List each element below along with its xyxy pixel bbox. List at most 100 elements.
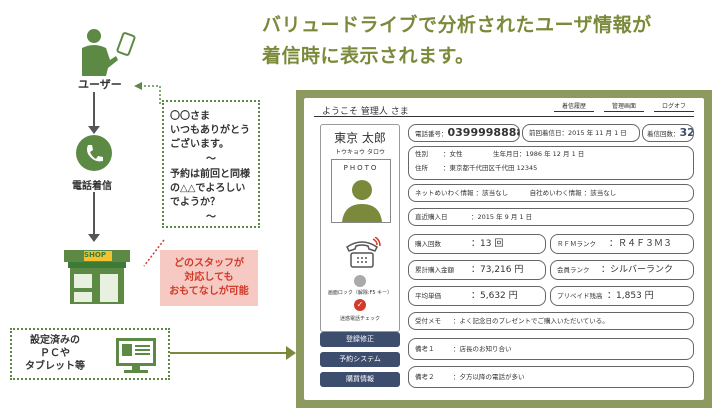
headline: バリュードライブで分析されたユーザ情報が 着信時に表示されます。 [262, 10, 712, 72]
net-trouble-value: ：該当なし [475, 189, 509, 197]
last-call-value: 2015 年 11 月 1 日 [568, 129, 627, 137]
last-purchase-value: ：2015 年 9 月 1 日 [471, 213, 533, 221]
net-trouble-label: ネットめいわく情報 [415, 189, 474, 197]
prepaid-balance-label: プリペイド残高 [557, 292, 603, 300]
crm-screen-inner: ようこそ 管理人 さま 着信履歴 管理画面 ログオフ 東京 太郎 トウキョウ タ… [304, 98, 704, 400]
crm-screen: ようこそ 管理人 さま 着信履歴 管理画面 ログオフ 東京 太郎 トウキョウ タ… [296, 90, 712, 408]
shop-icon [64, 250, 130, 304]
telephone-icon [346, 237, 381, 268]
speech-line3: ございます。 [170, 139, 229, 150]
purchase-count-value: ：13 回 [471, 239, 504, 249]
avg-price-label: 平均単価 [415, 292, 441, 300]
speech-line6: でようか？ [170, 197, 220, 208]
reservation-system-button[interactable]: 予約システム [320, 352, 400, 367]
device-line3: タブレット等 [25, 361, 85, 372]
device-to-screen-arrow [170, 346, 296, 360]
last-purchase-field: 直近購入日 ：2015 年 9 月 1 日 [408, 208, 694, 226]
customer-photo: PHOTO [331, 159, 391, 223]
spam-check-toggle[interactable]: ✓ [354, 299, 366, 311]
speech-sep1: ～ [206, 154, 216, 165]
note2-value: ：夕方以降の電話が多い [453, 373, 525, 381]
member-rank-value: ：シルバーランク [601, 265, 674, 275]
note1-value: ：店長のお知り合い [453, 345, 512, 353]
member-rank-label: 会員ランク [557, 266, 590, 274]
purchase-count-field: 購入回数 ：13 回 [408, 234, 546, 254]
customer-name: 東京 太郎 [334, 131, 386, 145]
user-icon [82, 29, 136, 76]
birthday-label: 生年月日 [493, 150, 519, 158]
top-divider [314, 116, 694, 117]
call-count-value: 32 [679, 126, 694, 139]
purchase-info-button[interactable]: 購買情報 [320, 372, 400, 387]
total-amount-value: ：73,216 円 [471, 265, 524, 275]
note1-label: 備考１ [415, 345, 435, 353]
address-value: ：東京都千代田区千代田 12345 [443, 164, 538, 172]
note2-label: 備考２ [415, 373, 435, 381]
trouble-info-field: ネットめいわく情報 ：該当なし 自社めいわく情報 ：該当なし [408, 184, 694, 202]
speech-line4: 予約は前回と同様 [170, 169, 250, 180]
note1-field: 備考１ ：店長のお知り合い [408, 338, 694, 360]
device-line2: ＰＣや [40, 348, 70, 359]
avg-price-value: ：5,632 円 [471, 291, 518, 301]
gender-label: 性別 [415, 150, 428, 158]
phone-icon [76, 135, 112, 171]
last-call-label: 前回着信日： [529, 129, 568, 137]
phone-number-label: 電話番号： [415, 130, 448, 138]
photo-label: PHOTO [343, 164, 379, 172]
screen-lock-label: 画面ロック（解除:F5 キー） [327, 290, 393, 296]
member-rank-field: 会員ランク ：シルバーランク [550, 260, 694, 280]
edit-registration-button[interactable]: 登録修正 [320, 332, 400, 347]
rfm-rank-field: ＲＦＭランク ：Ｒ４Ｆ３Ｍ３ [550, 234, 694, 254]
pc-icon [116, 338, 156, 373]
reception-memo-label: 受付メモ [415, 317, 441, 325]
customer-kana: トウキョウ タロウ [335, 149, 385, 156]
reception-memo-value: ：よく記念日のプレゼントでご購入いただいている。 [453, 317, 609, 325]
flow-arrow-2 [88, 234, 100, 242]
device-line1: 設定済みの [30, 335, 80, 346]
avg-price-field: 平均単価 ：5,632 円 [408, 286, 546, 306]
welcome-text: ようこそ 管理人 さま [322, 107, 409, 117]
pink-connector [143, 239, 165, 267]
admin-button[interactable]: 管理画面 [603, 102, 644, 112]
device-box: 設定済みの ＰＣや タブレット等 [10, 328, 170, 380]
call-history-button[interactable]: 着信履歴 [553, 102, 594, 112]
speech-line2: いつもありがとう [170, 125, 250, 136]
last-purchase-label: 直近購入日 [415, 213, 448, 221]
speech-sep2: ～ [206, 212, 216, 223]
pink-line2: 対応しても [184, 272, 234, 283]
flow-line-1 [93, 92, 95, 128]
flow-arrow-1 [88, 126, 100, 134]
own-trouble-value: ：該当なし [583, 189, 617, 197]
screen-lock-toggle[interactable] [354, 275, 366, 287]
total-amount-label: 累計購入金額 [415, 266, 454, 274]
phone-number-field: 電話番号：0399998888 [408, 124, 520, 142]
top-nav: 着信履歴 管理画面 ログオフ [553, 102, 694, 112]
reception-memo-field: 受付メモ ：よく記念日のプレゼントでご購入いただいている。 [408, 312, 694, 330]
phone-number-value: 0399998888 [447, 126, 520, 139]
speech-line5: の△△でよろしい [170, 183, 246, 194]
purchase-count-label: 購入回数 [415, 240, 441, 248]
rfm-rank-value: ：Ｒ４Ｆ３Ｍ３ [609, 239, 673, 249]
birthday-value: ：1986 年 12 月 1 日 [519, 150, 585, 158]
speech-line1: 〇〇さま [170, 111, 210, 122]
staff-message-box: どのスタッフが 対応しても おもてなしが可能 [160, 250, 258, 306]
gender-value: ：女性 [443, 150, 463, 158]
note2-field: 備考２ ：夕方以降の電話が多い [408, 366, 694, 388]
logoff-button[interactable]: ログオフ [653, 102, 694, 112]
phone-call-label: 電話着信 [72, 181, 112, 192]
user-label: ユーザー [78, 78, 122, 91]
rfm-rank-label: ＲＦＭランク [557, 240, 596, 248]
prepaid-balance-field: プリペイド残高 ：1,853 円 [550, 286, 694, 306]
address-label: 住所 [415, 164, 428, 172]
headline-line1: バリュードライブで分析されたユーザ情報が [262, 14, 652, 36]
total-amount-field: 累計購入金額 ：73,216 円 [408, 260, 546, 280]
speech-return-arrow [134, 82, 161, 104]
basic-info-field: 性別 ：女性 生年月日：1986 年 12 月 1 日 住所 ：東京都千代田区千代田 … [408, 146, 694, 180]
prepaid-balance-value: ：1,853 円 [607, 291, 654, 301]
call-count-field: 着信回数：32 [642, 124, 694, 142]
flow-line-2 [93, 192, 95, 236]
person-silhouette-icon [342, 180, 382, 222]
own-trouble-label: 自社めいわく情報 [529, 189, 582, 197]
shop-label: SHOP [84, 251, 106, 259]
greeting-speech-box: 〇〇さま いつもありがとう ございます。 ～ 予約は前回と同様 の△△でよろしい… [162, 100, 260, 228]
